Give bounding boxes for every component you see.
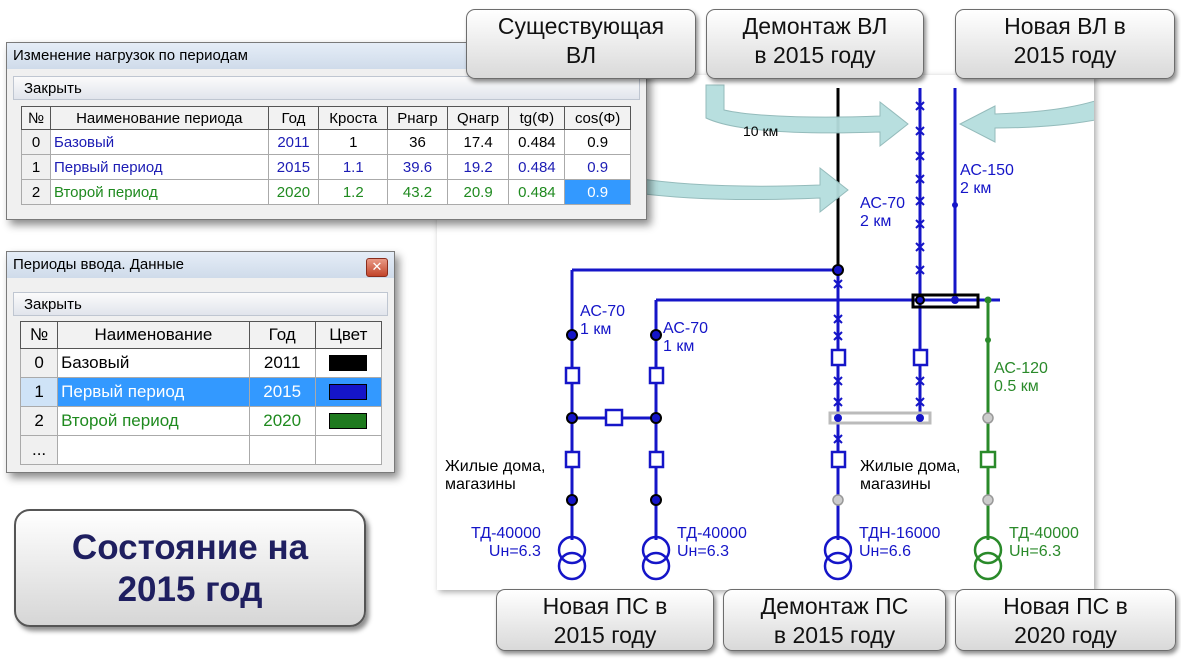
- close-menu-item[interactable]: Закрыть: [13, 292, 388, 316]
- table-row[interactable]: 1 Первый период 2015 1.1 39.6 19.2 0.484…: [21, 154, 631, 180]
- col-header[interactable]: №: [21, 106, 51, 130]
- color-swatch[interactable]: [314, 348, 383, 378]
- col-header[interactable]: Qнагр: [446, 106, 510, 130]
- table-row[interactable]: 2 Второй период 2020 1.2 43.2 20.9 0.484…: [21, 179, 631, 205]
- col-header[interactable]: Цвет: [314, 321, 383, 349]
- table-row[interactable]: 2 Второй период 2020: [19, 406, 383, 436]
- table-row[interactable]: 0 Базовый 2011: [19, 348, 383, 378]
- col-header[interactable]: cos(Φ): [564, 106, 631, 130]
- table-row[interactable]: 0 Базовый 2011 1 36 17.4 0.484 0.9: [21, 129, 631, 155]
- periods-table: № Наименование Год Цвет 0 Базовый 2011 1…: [19, 321, 383, 465]
- col-header[interactable]: №: [19, 321, 59, 349]
- close-menu-item[interactable]: Закрыть: [13, 76, 640, 100]
- label-houses-left: Жилые дома,магазины: [445, 458, 546, 493]
- col-header[interactable]: Год: [248, 321, 316, 349]
- col-header[interactable]: Кроста: [318, 106, 389, 130]
- label-houses-right: Жилые дома,магазины: [860, 458, 961, 493]
- col-header[interactable]: Наименование: [57, 321, 250, 349]
- close-icon[interactable]: ✕: [366, 258, 388, 277]
- state-label: Состояние на 2015 год: [14, 509, 366, 627]
- col-header[interactable]: Год: [267, 106, 320, 130]
- load-changes-window: Изменение нагрузок по периодам Закрыть №…: [6, 42, 647, 220]
- col-header[interactable]: Рнагр: [387, 106, 448, 130]
- color-swatch[interactable]: [314, 406, 383, 436]
- table-row[interactable]: 1 Первый период 2015: [19, 377, 383, 407]
- selected-cell[interactable]: 0.9: [564, 179, 631, 205]
- periods-window: Периоды ввода. Данные ✕ Закрыть № Наимен…: [6, 251, 395, 473]
- col-header[interactable]: Наименование периода: [49, 106, 269, 130]
- window-title: Периоды ввода. Данные: [7, 252, 394, 278]
- table-row[interactable]: ...: [19, 435, 383, 465]
- col-header[interactable]: tg(Φ): [508, 106, 566, 130]
- label-10km: 10 км: [743, 123, 779, 139]
- color-swatch[interactable]: [314, 377, 383, 407]
- load-table: № Наименование периода Год Кроста Рнагр …: [21, 106, 631, 205]
